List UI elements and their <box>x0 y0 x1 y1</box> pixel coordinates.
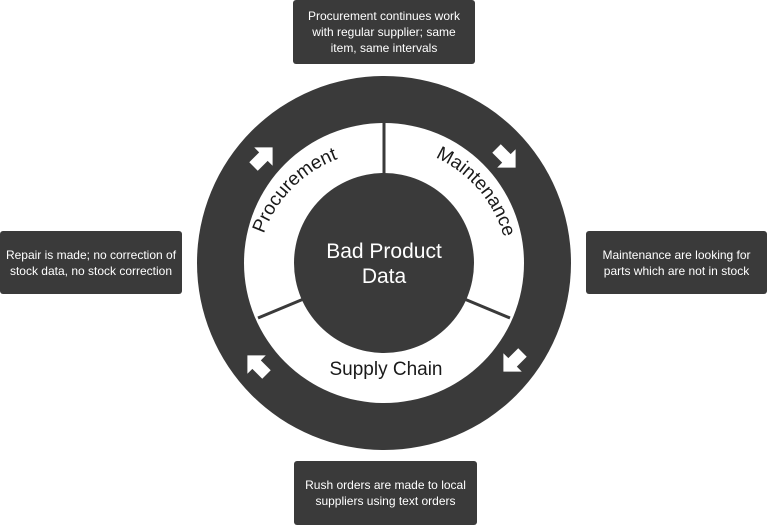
center-title-line-1: Bad Product <box>326 240 442 263</box>
arrow-up-right-icon <box>249 147 273 171</box>
center-title-line-2: Data <box>362 265 407 288</box>
callout-top-line-2: with regular supplier; same <box>312 25 456 39</box>
arrow-up-left-icon <box>247 355 271 379</box>
arrow-down-right-icon <box>492 144 516 168</box>
callout-right: Maintenance are looking for parts which … <box>586 231 767 294</box>
callout-top: Procurement continues work with regular … <box>293 0 475 64</box>
divider-left <box>257 296 307 320</box>
segment-label-supply-chain: Supply Chain <box>329 359 442 380</box>
arrow-down-left-icon <box>503 348 527 372</box>
callout-right-line-1: Maintenance are looking for <box>602 247 751 262</box>
callout-bottom: Rush orders are made to local suppliers … <box>294 461 477 525</box>
callout-right-line-2: parts which are not in stock <box>603 263 750 278</box>
callout-top-line-1: Procurement continues work <box>307 9 461 23</box>
callout-left-line-2: stock data, no stock correction <box>9 263 173 278</box>
callout-bottom-line-2: suppliers using text orders <box>315 494 456 508</box>
center-disk <box>294 173 474 353</box>
callout-top-line-3: item, same intervals <box>330 41 438 55</box>
divider-right <box>461 296 511 320</box>
callout-left-line-1: Repair is made; no correction of <box>5 247 177 262</box>
callout-left: Repair is made; no correction of stock d… <box>0 231 182 294</box>
callout-bottom-line-1: Rush orders are made to local <box>305 478 466 492</box>
